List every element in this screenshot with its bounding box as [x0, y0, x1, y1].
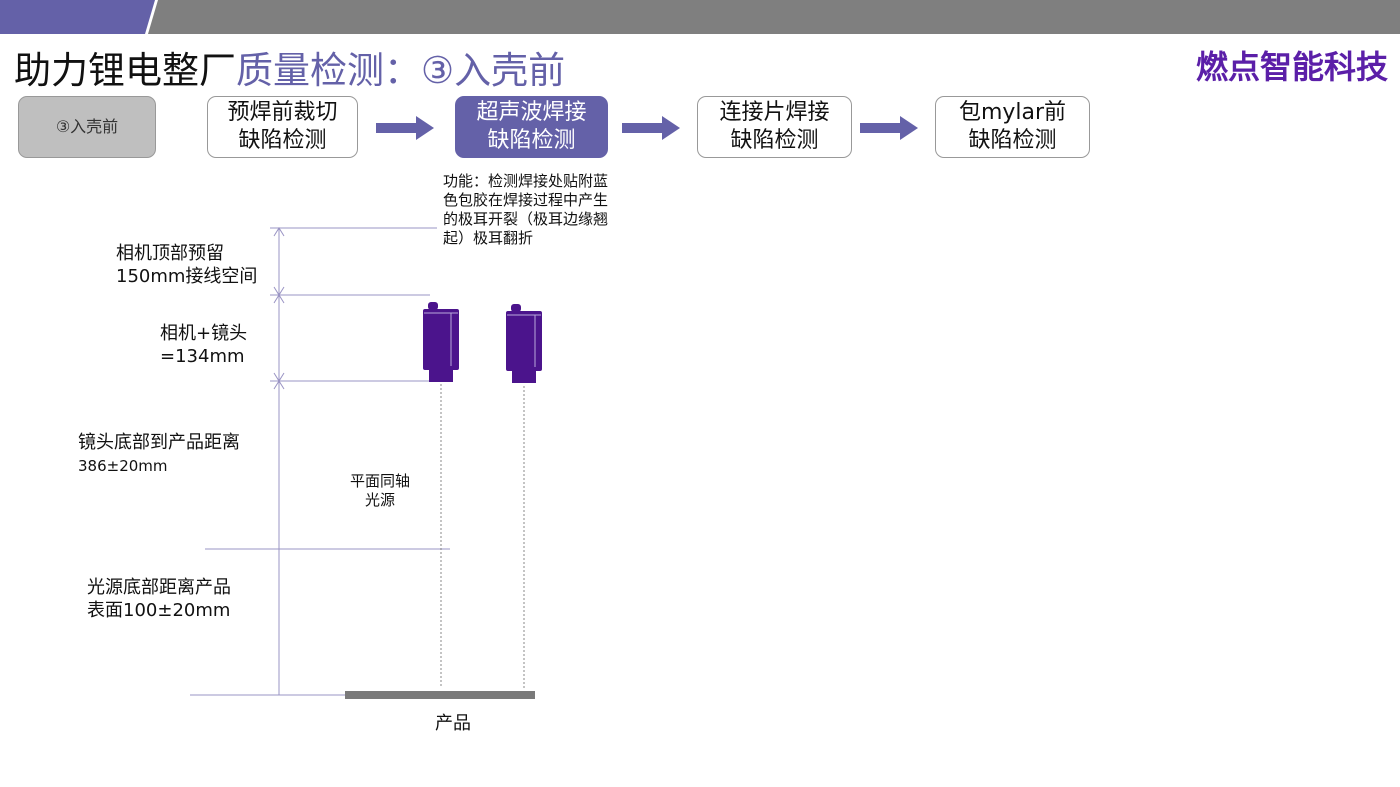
title-main: 助力锂电整厂 [14, 49, 236, 92]
light-source-label: 平面同轴 光源 [350, 472, 411, 509]
product-plate [345, 691, 535, 699]
light-distance-label: 光源底部距离产品 表面100±20mm [87, 577, 231, 621]
stage-label: ③入壳前 [18, 96, 156, 158]
function-note: 功能：检测焊接处贴附蓝 色包胶在焊接过程中产生 的极耳开裂（极耳边缘翘 起）极耳… [443, 172, 609, 247]
camera-icon [506, 304, 542, 383]
product-label: 产品 [435, 713, 471, 734]
arrow-right-icon [376, 116, 434, 140]
header-bar-accent [0, 0, 155, 34]
camera-lens-label: 相机+镜头 =134mm [160, 323, 248, 367]
flow-step-ultrasonic-welding[interactable]: 超声波焊接 缺陷检测 [455, 96, 608, 158]
flow-step-mylar-wrap[interactable]: 包mylar前 缺陷检测 [935, 96, 1090, 158]
brand-logo: 燃点智能科技 [1195, 48, 1388, 86]
page-title: 助力锂电整厂质量检测：③入壳前 [14, 40, 565, 94]
title-accent: 质量检测：③入壳前 [236, 49, 566, 92]
arrow-right-icon [622, 116, 680, 140]
flow-step-connector-welding[interactable]: 连接片焊接 缺陷检测 [697, 96, 852, 158]
top-space-label: 相机顶部预留 150mm接线空间 [116, 243, 258, 287]
camera-icon [423, 302, 459, 382]
lens-distance-title: 镜头底部到产品距离 [78, 432, 240, 453]
flow-step-pre-weld-cutting[interactable]: 预焊前裁切 缺陷检测 [207, 96, 358, 158]
lens-distance-value: 386±20mm [78, 457, 168, 475]
arrow-right-icon [860, 116, 918, 140]
header-bar [148, 0, 1400, 34]
